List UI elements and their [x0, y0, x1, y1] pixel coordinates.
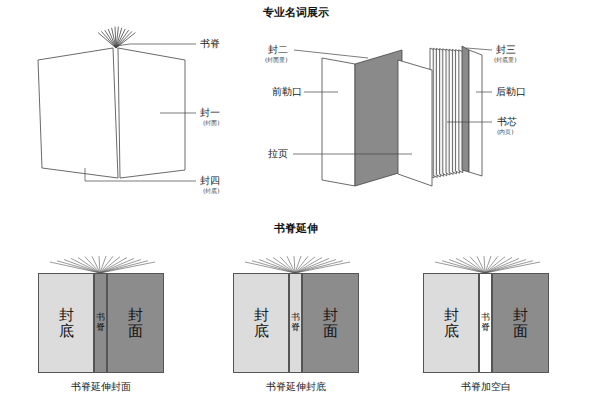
- gatefold-book: [322, 46, 482, 186]
- back-cover: 封底: [423, 273, 479, 373]
- leader-lines: [85, 44, 196, 181]
- section-heading: 书脊延伸: [274, 222, 318, 235]
- front-cover: 封面: [107, 273, 164, 373]
- part-note: (封面): [203, 119, 220, 126]
- panel-label: 封底: [444, 307, 459, 340]
- part-note: (封面里): [265, 56, 288, 63]
- open-book: [38, 27, 185, 178]
- leader-lines: [293, 48, 492, 154]
- part-note: (封底): [203, 187, 220, 194]
- part-label: 封二: [268, 44, 288, 56]
- back-cover: 封底: [38, 273, 94, 373]
- part-note: (内页): [497, 128, 514, 135]
- part-label: 封一: [200, 107, 220, 119]
- back-cover: 封底: [233, 273, 289, 373]
- front-cover: 封面: [492, 273, 549, 373]
- page-fan: [50, 256, 540, 273]
- part-label: 后勒口: [496, 86, 526, 98]
- panel-label: 书脊: [291, 313, 300, 333]
- part-label: 封三: [496, 44, 516, 56]
- front-cover: 封面: [302, 273, 359, 373]
- diagram-title: 专业名词展示: [263, 6, 329, 19]
- panel-label: 封面: [128, 307, 143, 340]
- panel-label: 书脊: [96, 313, 105, 333]
- part-label: 前勒口: [272, 86, 302, 98]
- panel-label: 封面: [323, 307, 338, 340]
- panel-label: 书脊: [481, 313, 490, 333]
- part-note: (封底里): [494, 56, 517, 63]
- panel-label: 封底: [59, 307, 74, 340]
- spine: 书脊: [289, 273, 302, 373]
- part-label: 拉页: [268, 148, 288, 160]
- spine: 书脊: [479, 273, 492, 373]
- part-label: 书脊延伸封面: [71, 381, 131, 393]
- part-label: 书芯: [497, 116, 517, 128]
- panel-label: 封面: [513, 307, 528, 340]
- part-label: 书脊延伸封底: [266, 381, 326, 393]
- part-label: 封四: [200, 175, 220, 187]
- spine: 书脊: [94, 273, 107, 373]
- part-label: 书脊加空白: [461, 381, 511, 393]
- part-label: 书脊: [200, 38, 220, 50]
- panel-label: 封底: [254, 307, 269, 340]
